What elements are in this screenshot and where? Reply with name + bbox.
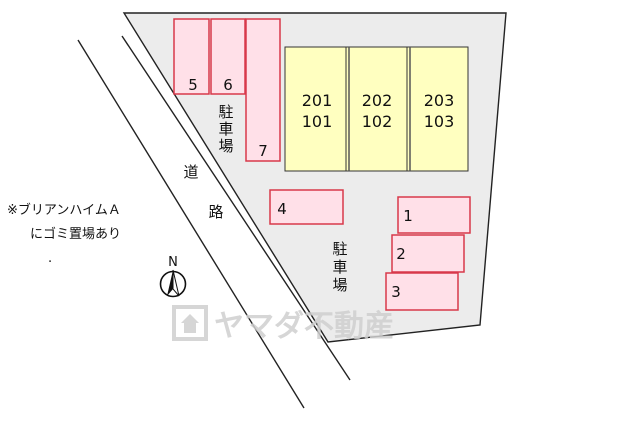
garbage-note: ※ブリアンハイムＡ にゴミ置場あり .	[7, 202, 121, 266]
space-label-7: 7	[258, 142, 268, 160]
space-label-4: 4	[277, 200, 287, 218]
space-label-5: 5	[188, 76, 198, 94]
unit-2-lower: 102	[362, 112, 393, 131]
space-label-2: 2	[396, 245, 406, 263]
parking-label-char: 場	[332, 276, 347, 294]
unit-3-upper: 203	[424, 91, 455, 110]
watermark: ヤマダ不動産	[172, 305, 394, 344]
road-edge-left	[77, 39, 305, 409]
parking-space-2	[391, 234, 465, 273]
unit-1-upper: 201	[302, 91, 333, 110]
unit-block-3	[406, 46, 469, 172]
space-label-1: 1	[403, 207, 413, 225]
parking-label-char: 駐	[218, 103, 233, 121]
parking-label-char: 車	[218, 120, 233, 138]
parking-space-3	[385, 272, 459, 311]
parking-space-6	[210, 18, 246, 95]
road-edge-right	[121, 35, 351, 381]
road-label-char: 道	[183, 163, 198, 181]
watermark-logo-icon	[172, 305, 208, 341]
unit-3-lower: 103	[424, 112, 455, 131]
parking-label-char: 車	[332, 258, 347, 276]
parking-label-lower: 駐 車 場	[332, 240, 347, 294]
note-line-2: にゴミ置場あり	[30, 226, 121, 242]
road-label-char: 路	[208, 203, 223, 221]
parking-space-1	[397, 196, 471, 234]
apartment-building: 201 101 202 102 203 103	[284, 46, 469, 172]
note-line-1: ※ブリアンハイムＡ	[7, 202, 121, 218]
space-label-3: 3	[391, 283, 401, 301]
parking-label-char: 場	[218, 137, 233, 155]
north-arrow-icon: N	[159, 255, 187, 298]
unit-1-lower: 101	[302, 112, 333, 131]
parking-label-char: 駐	[332, 240, 347, 258]
note-line-3: .	[48, 251, 52, 266]
parking-label-upper: 駐 車 場	[218, 103, 233, 155]
parking-spaces: 5 6 7 4 1 2 3	[173, 18, 471, 311]
space-label-6: 6	[223, 76, 233, 94]
unit-2-upper: 202	[362, 91, 393, 110]
parking-space-4	[269, 189, 344, 225]
parking-space-7	[245, 18, 281, 162]
compass-label: N	[168, 255, 178, 270]
parking-space-5	[173, 18, 210, 95]
unit-block-1	[284, 46, 347, 172]
road-label: 道 路	[183, 163, 223, 221]
unit-block-2	[345, 46, 408, 172]
watermark-text: ヤマダ不動産	[214, 309, 394, 344]
